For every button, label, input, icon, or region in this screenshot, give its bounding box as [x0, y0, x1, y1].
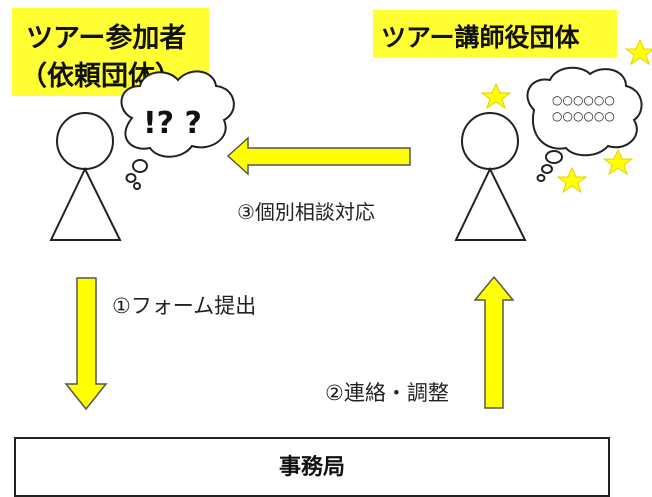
instructor-label-box: ツアー講師役団体: [373, 10, 617, 58]
arrow-form-submission: [64, 277, 108, 411]
participant-thought-cloud: [120, 70, 235, 190]
office-label: 事務局: [278, 455, 345, 480]
star-icon: [602, 148, 634, 176]
instructor-figure: [454, 112, 527, 241]
star-icon: [556, 166, 588, 194]
participant-label-line1: ツアー参加者: [26, 23, 187, 54]
star-icons: [480, 38, 652, 194]
step2-label: ②連絡・調整: [325, 381, 449, 405]
instructor-label: ツアー講師役団体: [381, 23, 580, 52]
arrow-consultation: [226, 136, 411, 176]
instructor-thought-cloud: [526, 66, 643, 182]
instructor-thought-row1: ○○○○○○: [552, 93, 615, 107]
participant-thought-text: !? ?: [143, 106, 202, 141]
participant-label-box: ツアー参加者 （依頼団体）: [12, 8, 209, 96]
star-icon: [624, 38, 652, 66]
step3-label: ③個別相談対応: [237, 200, 375, 224]
arrow-contact-adjustment: [473, 275, 515, 409]
participant-figure: [49, 112, 122, 241]
instructor-thought-row2: ○○○○○○: [552, 109, 615, 123]
step1-label: ①フォーム提出: [112, 294, 257, 318]
office-box: 事務局: [14, 437, 610, 497]
star-icon: [480, 82, 512, 110]
